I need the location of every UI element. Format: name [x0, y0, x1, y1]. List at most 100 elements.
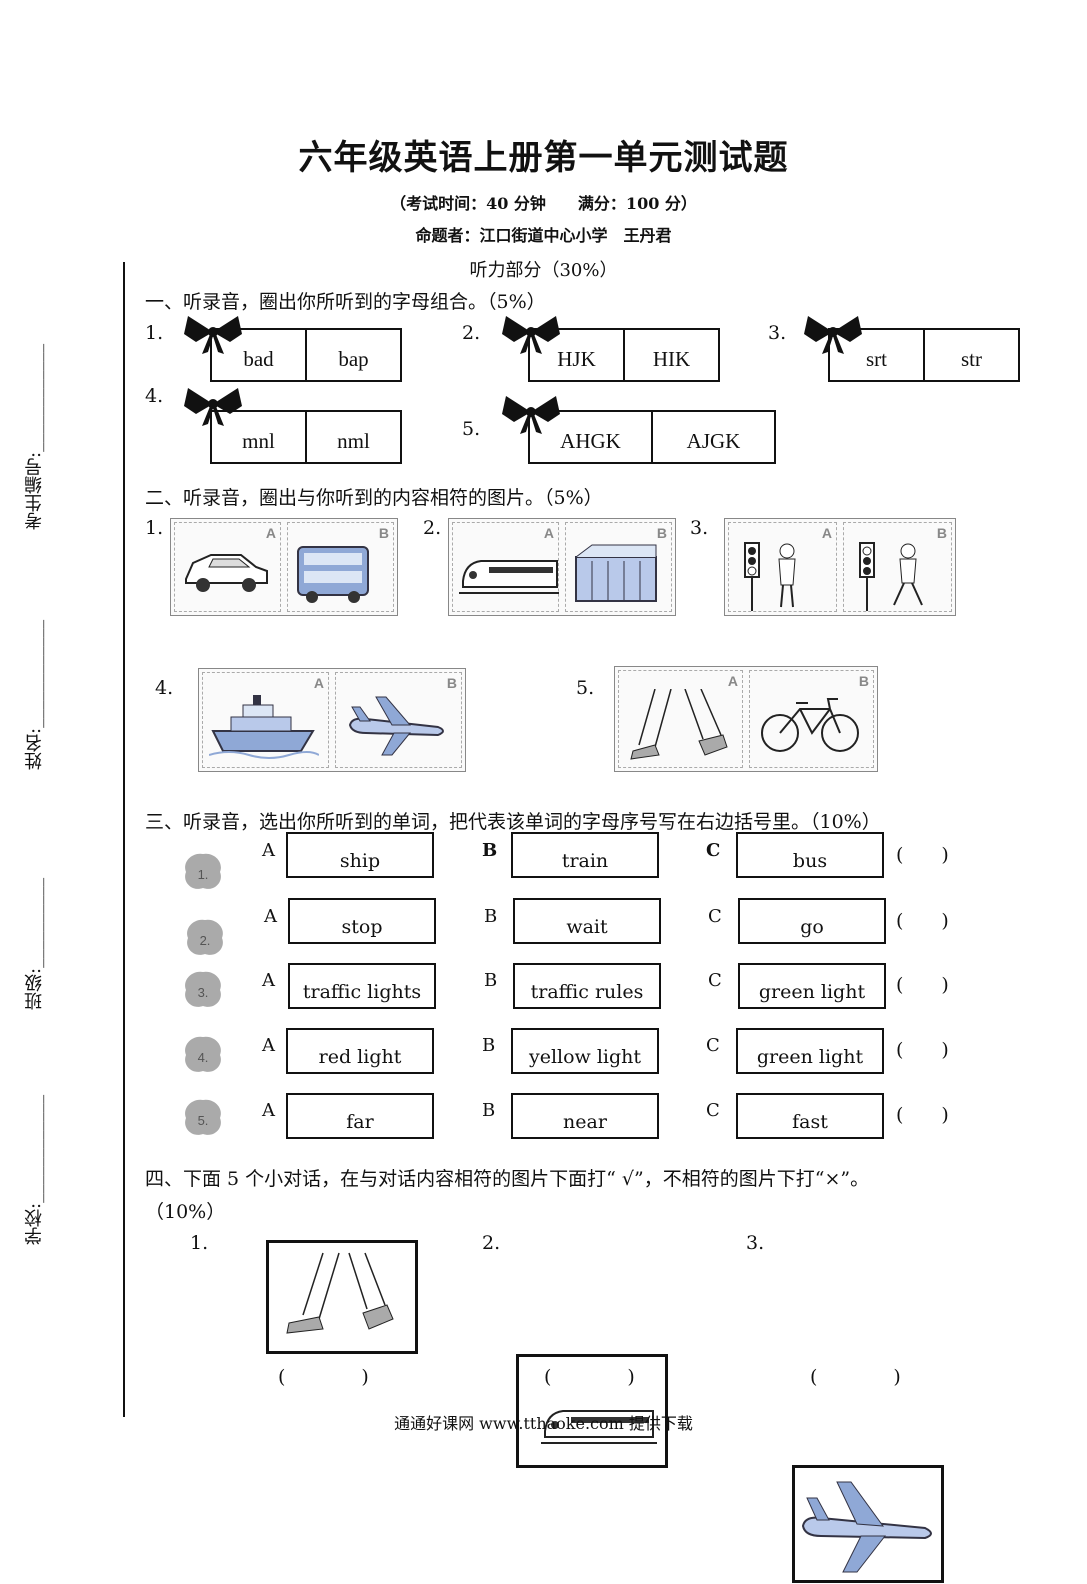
- s1-option-b[interactable]: str: [923, 330, 1018, 380]
- leaf-number-icon: 1.: [185, 853, 221, 889]
- section2-heading: 二、听录音，圈出与你听到的内容相符的图片。（5%）: [145, 487, 603, 509]
- label-b: B: [656, 525, 667, 541]
- s3-word-b[interactable]: train: [511, 832, 659, 878]
- train-icon: [459, 560, 559, 594]
- bike-icon: [761, 698, 859, 752]
- answer-parentheses[interactable]: ( ): [896, 910, 949, 932]
- bow-icon: [184, 316, 242, 354]
- s1-option-a[interactable]: HJK: [557, 347, 596, 371]
- s2-option-b[interactable]: B: [565, 522, 672, 612]
- label-b: B: [858, 673, 869, 689]
- s3-word-c[interactable]: green light: [736, 1028, 884, 1074]
- walking-feet-icon: [286, 1252, 394, 1334]
- s2-option-b[interactable]: B: [287, 522, 394, 612]
- page-title: 六年级英语上册第一单元测试题: [298, 138, 789, 178]
- s1-option-a[interactable]: bad: [243, 347, 274, 371]
- s3-letter-b: B: [482, 1100, 496, 1121]
- s3-letter-a: A: [262, 1035, 275, 1056]
- s2-item-number: 3.: [690, 517, 709, 539]
- s2-item-number: 5.: [576, 677, 595, 699]
- leaf-number-icon: 4.: [185, 1036, 221, 1072]
- class-label: 班级:: [24, 967, 45, 1010]
- answer-parentheses[interactable]: ( ): [544, 1366, 635, 1388]
- s3-word-c[interactable]: bus: [736, 832, 884, 878]
- s3-letter-b: B: [482, 1035, 496, 1056]
- side-label-exam-number: 考生编号:____________: [24, 343, 45, 530]
- s4-item-number: 1.: [190, 1232, 209, 1254]
- s3-word-a[interactable]: red light: [286, 1028, 434, 1074]
- s2-option-a[interactable]: A: [452, 522, 559, 612]
- s3-letter-c: C: [708, 970, 722, 991]
- s3-word-a[interactable]: far: [286, 1093, 434, 1139]
- s2-option-a[interactable]: A: [728, 522, 837, 612]
- binding-line: [123, 262, 125, 1417]
- answer-parentheses[interactable]: ( ): [896, 1039, 949, 1061]
- s3-letter-b: B: [482, 840, 498, 861]
- s3-row-5: 5.: [180, 1096, 226, 1144]
- s3-letter-b: B: [484, 970, 498, 991]
- s1-option-a[interactable]: srt: [866, 347, 887, 371]
- exam-info: （考试时间：40 分钟 满分：100 分）: [390, 194, 697, 213]
- s3-letter-a: A: [262, 840, 275, 861]
- answer-parentheses[interactable]: ( ): [896, 844, 949, 866]
- s1-option-a[interactable]: AHGK: [560, 429, 621, 453]
- s3-word-c[interactable]: green light: [738, 963, 886, 1009]
- side-label-school: 学校:____________: [24, 1094, 45, 1245]
- plane-icon: [348, 696, 444, 756]
- label-a: A: [265, 525, 276, 541]
- s3-word-a[interactable]: ship: [286, 832, 434, 878]
- s2-option-a[interactable]: A: [174, 522, 281, 612]
- row-number: 2.: [200, 933, 211, 948]
- listening-heading: 听力部分（30%）: [469, 260, 618, 281]
- s3-word-c[interactable]: fast: [736, 1093, 884, 1139]
- name-label: 姓名:: [24, 727, 45, 770]
- s2-option-b[interactable]: B: [843, 522, 952, 612]
- s3-word-a[interactable]: traffic lights: [288, 963, 436, 1009]
- s1-option-a[interactable]: mnl: [242, 429, 275, 453]
- bow-icon: [804, 316, 862, 354]
- s2-picture-pair-1: A B: [170, 518, 398, 616]
- s3-word-b[interactable]: traffic rules: [513, 963, 661, 1009]
- s3-letter-b: B: [484, 906, 498, 927]
- answer-parentheses[interactable]: ( ): [896, 974, 949, 996]
- s1-option-b[interactable]: bap: [305, 330, 400, 380]
- s1-option-b[interactable]: HIK: [623, 330, 718, 380]
- boy-crossing-icon: [859, 542, 923, 611]
- leaf-number-icon: 5.: [185, 1099, 221, 1135]
- s2-picture-pair-4: A B: [198, 668, 466, 772]
- answer-parentheses[interactable]: ( ): [278, 1366, 369, 1388]
- s1-item-number: 1.: [145, 322, 164, 344]
- s2-picture-pair-3: A B: [724, 518, 956, 616]
- s3-letter-a: A: [262, 1100, 275, 1121]
- section1-heading: 一、听录音，圈出你所听到的字母组合。（5%）: [145, 291, 546, 313]
- row-number: 5.: [198, 1113, 209, 1128]
- s4-item-number: 2.: [482, 1232, 501, 1254]
- bow-icon: [502, 396, 560, 434]
- s3-word-b[interactable]: near: [511, 1093, 659, 1139]
- s4-item-number: 3.: [746, 1232, 765, 1254]
- s4-picture-1: [266, 1240, 418, 1354]
- s3-word-a[interactable]: stop: [288, 898, 436, 944]
- answer-parentheses[interactable]: ( ): [810, 1366, 901, 1388]
- s3-row-2: 2.: [182, 916, 228, 964]
- s2-option-a[interactable]: A: [618, 670, 743, 768]
- train-icon: [541, 1410, 657, 1444]
- s2-option-b[interactable]: B: [749, 670, 874, 768]
- s1-option-b[interactable]: nml: [305, 412, 400, 462]
- bow-icon: [502, 316, 560, 354]
- leaf-number-icon: 3.: [185, 971, 221, 1007]
- s3-word-b[interactable]: wait: [513, 898, 661, 944]
- answer-parentheses[interactable]: ( ): [896, 1104, 949, 1126]
- s2-option-b[interactable]: B: [335, 672, 462, 768]
- s3-word-b[interactable]: yellow light: [511, 1028, 659, 1074]
- exam-number-label: 考生编号:: [24, 451, 45, 530]
- footer-text: 通通好课网 www.tthaoke.com 提供下载: [394, 1414, 693, 1433]
- s2-option-a[interactable]: A: [202, 672, 329, 768]
- side-label-class: 班级:__________: [24, 877, 45, 1010]
- section4-heading-percent: （10%）: [145, 1201, 226, 1223]
- s1-option-b[interactable]: AJGK: [651, 412, 774, 462]
- s3-word-c[interactable]: go: [738, 898, 886, 944]
- side-label-name: 姓名:____________: [24, 619, 45, 770]
- s4-picture-2: [516, 1354, 668, 1468]
- s1-item-number: 4.: [145, 385, 164, 407]
